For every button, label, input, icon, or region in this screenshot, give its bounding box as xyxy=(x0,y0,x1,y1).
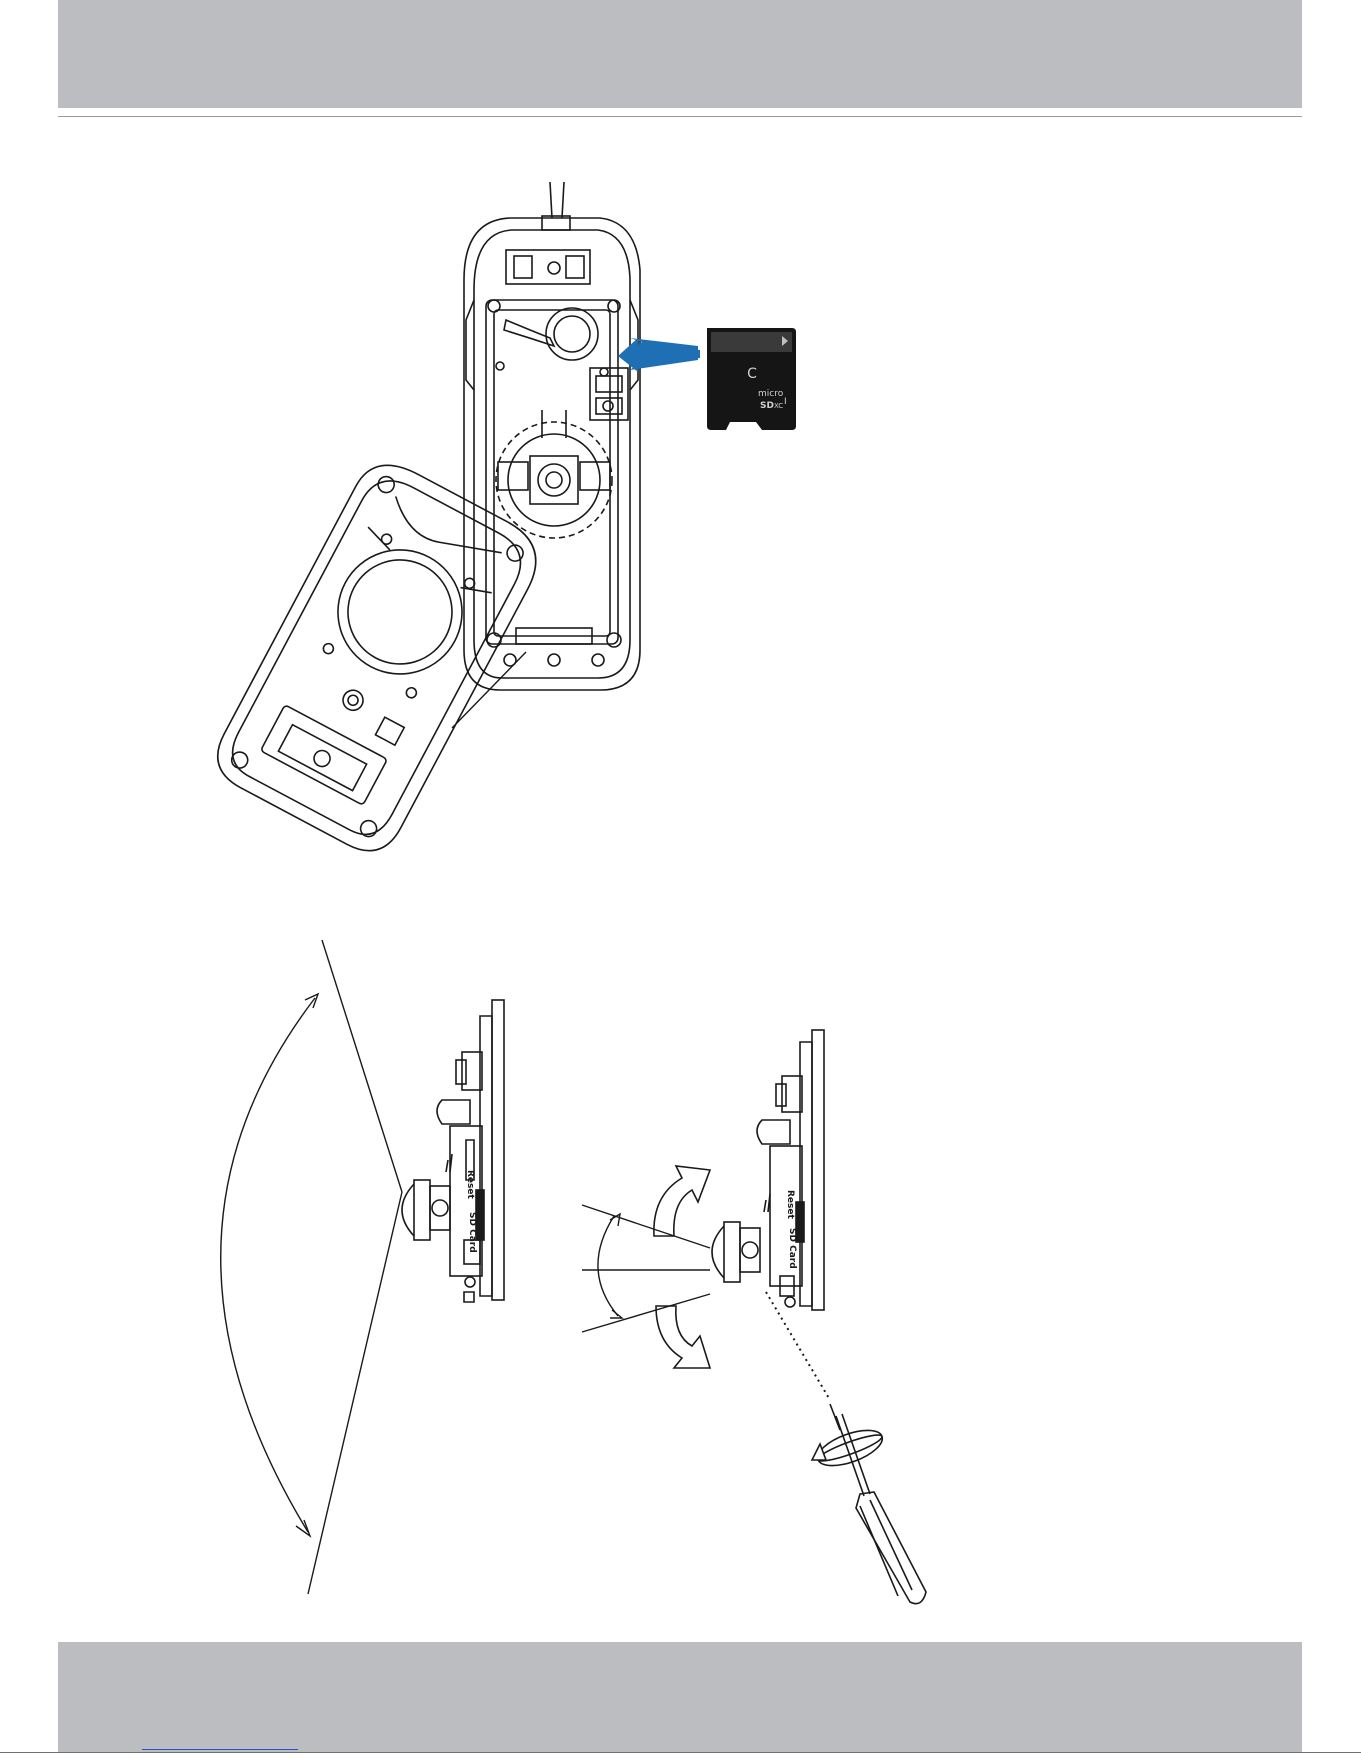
microsd-text-sd: SD xyxy=(760,401,774,411)
lens-adjustment-illustration: Reset SD Card Reset SD Card xyxy=(170,940,970,1610)
page-footer-band xyxy=(58,1642,1302,1752)
camera-board-side-right xyxy=(712,1030,824,1310)
board-label-reset-left: Reset xyxy=(465,1170,475,1199)
camera-module-body xyxy=(464,218,640,690)
microsd-card: C micro SD XC I xyxy=(707,328,796,430)
microsd-text-xc: XC xyxy=(774,402,783,410)
screwdriver-icon xyxy=(830,1404,926,1604)
tilt-angle-arc xyxy=(598,1216,618,1316)
header-divider xyxy=(58,116,1302,117)
curved-arrow-down-icon xyxy=(656,1306,710,1368)
curved-arrow-up-icon xyxy=(654,1166,710,1236)
footer-link-underline[interactable] xyxy=(142,1749,298,1750)
footer-divider xyxy=(0,1752,1361,1753)
page-header-band xyxy=(58,0,1302,108)
camera-microsd-illustration: C micro SD XC I xyxy=(170,170,830,890)
camera-housing xyxy=(205,451,551,863)
camera-board-side-left xyxy=(402,1000,504,1302)
board-label-sdcard-right: SD Card xyxy=(787,1228,797,1269)
board-label-reset-right: Reset xyxy=(785,1190,795,1219)
rotate-icon xyxy=(812,1423,887,1473)
tilt-range-arc xyxy=(221,998,315,1532)
microsd-text-class: I xyxy=(784,397,787,407)
microsd-brand-letter: C xyxy=(747,366,757,382)
board-label-sdcard-left: SD Card xyxy=(467,1212,477,1253)
microsd-text-micro: micro xyxy=(758,389,784,399)
